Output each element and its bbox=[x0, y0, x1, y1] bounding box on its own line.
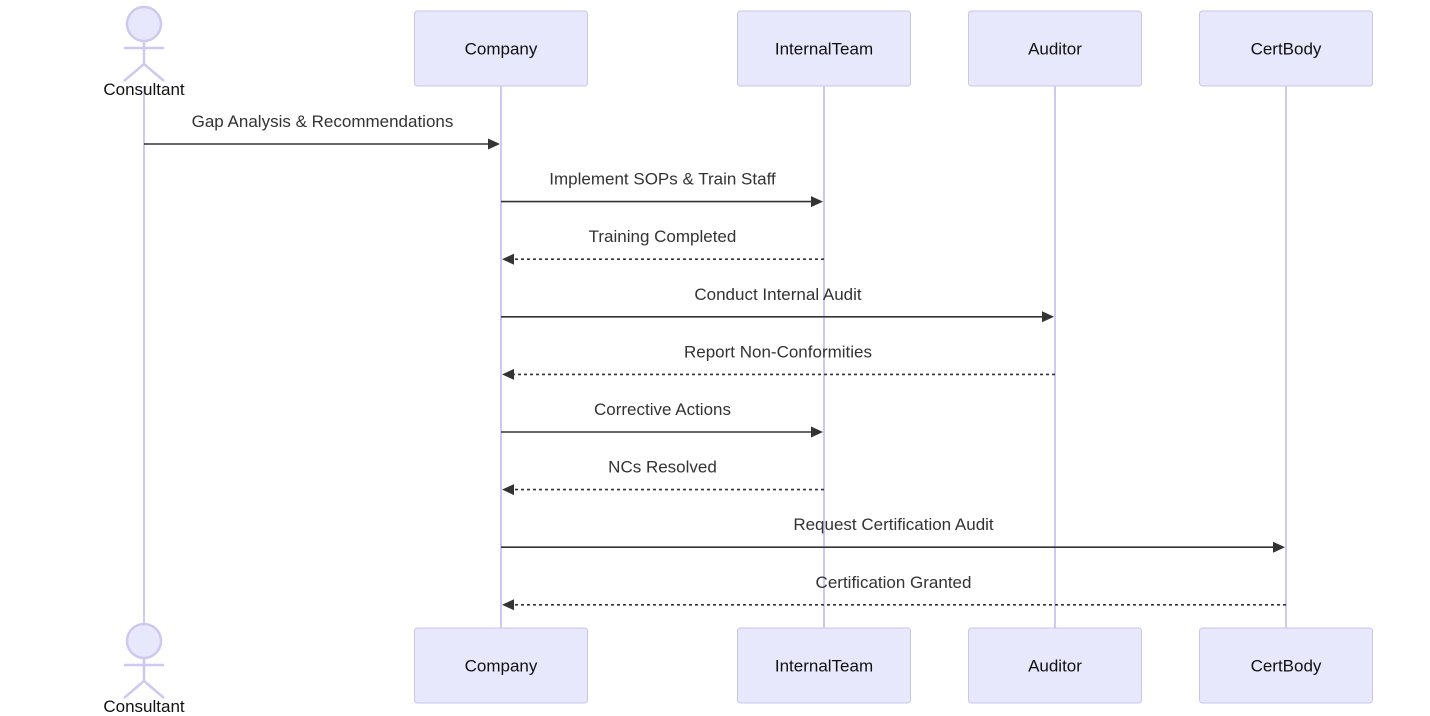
message-4: Conduct Internal Audit bbox=[501, 285, 1054, 323]
participant-auditor-bottom: Auditor bbox=[968, 627, 1142, 704]
participant-box bbox=[1199, 10, 1373, 87]
message-3: Training Completed bbox=[502, 227, 824, 265]
arrowhead-icon bbox=[502, 599, 514, 611]
actor-icon bbox=[123, 5, 165, 82]
participant-label: Consultant bbox=[103, 80, 185, 99]
lifelines bbox=[143, 86, 1287, 628]
message-label: NCs Resolved bbox=[608, 458, 717, 477]
participant-company-bottom: Company bbox=[414, 627, 588, 704]
participant-box bbox=[968, 627, 1142, 704]
participants-bottom: Consultant Company InternalTeam Auditor Cert… bbox=[103, 622, 1373, 716]
participant-label: Company bbox=[465, 657, 538, 676]
participant-label: Company bbox=[465, 40, 538, 59]
message-label: Conduct Internal Audit bbox=[694, 285, 862, 304]
arrowhead-icon bbox=[1273, 541, 1285, 553]
message-label: Implement SOPs & Train Staff bbox=[549, 170, 776, 189]
participant-company-top: Company bbox=[414, 10, 588, 87]
message-2: Implement SOPs & Train Staff bbox=[501, 170, 823, 208]
message-1: Gap Analysis & Recommendations bbox=[144, 112, 500, 150]
participant-internalteam-bottom: InternalTeam bbox=[737, 627, 911, 704]
participant-box bbox=[737, 627, 911, 704]
message-label: Corrective Actions bbox=[594, 400, 731, 419]
participant-box bbox=[414, 627, 588, 704]
participant-label: InternalTeam bbox=[775, 40, 873, 59]
participant-box bbox=[968, 10, 1142, 87]
participant-auditor-top: Auditor bbox=[968, 10, 1142, 87]
message-label: Gap Analysis & Recommendations bbox=[192, 112, 454, 131]
arrowhead-icon bbox=[1042, 311, 1054, 323]
message-8: Request Certification Audit bbox=[501, 515, 1285, 553]
participant-label: InternalTeam bbox=[775, 657, 873, 676]
participant-label: CertBody bbox=[1251, 40, 1322, 59]
message-label: Request Certification Audit bbox=[793, 515, 994, 534]
arrowhead-icon bbox=[502, 368, 514, 380]
participant-consultant-bottom: Consultant bbox=[103, 622, 185, 716]
message-label: Training Completed bbox=[589, 227, 737, 246]
participant-box bbox=[1199, 627, 1373, 704]
messages: Gap Analysis & RecommendationsImplement … bbox=[144, 112, 1286, 611]
participant-label: CertBody bbox=[1251, 657, 1322, 676]
participants-top: Consultant Company InternalTeam Auditor Cert… bbox=[103, 5, 1373, 99]
arrowhead-icon bbox=[502, 484, 514, 496]
actor-icon bbox=[123, 622, 165, 699]
arrowhead-icon bbox=[811, 426, 823, 438]
participant-consultant-top: Consultant bbox=[103, 5, 185, 99]
message-5: Report Non-Conformities bbox=[502, 342, 1055, 380]
message-label: Certification Granted bbox=[816, 573, 972, 592]
participant-label: Auditor bbox=[1028, 657, 1082, 676]
arrowhead-icon bbox=[502, 253, 514, 265]
participant-certbody-top: CertBody bbox=[1199, 10, 1373, 87]
message-9: Certification Granted bbox=[502, 573, 1286, 611]
participant-label: Auditor bbox=[1028, 40, 1082, 59]
message-label: Report Non-Conformities bbox=[684, 342, 872, 361]
participant-box bbox=[414, 10, 588, 87]
arrowhead-icon bbox=[488, 138, 500, 150]
participant-internalteam-top: InternalTeam bbox=[737, 10, 911, 87]
participant-box bbox=[737, 10, 911, 87]
participant-label: Consultant bbox=[103, 697, 185, 716]
arrowhead-icon bbox=[811, 196, 823, 208]
message-6: Corrective Actions bbox=[501, 400, 823, 438]
message-7: NCs Resolved bbox=[502, 458, 824, 496]
participant-certbody-bottom: CertBody bbox=[1199, 627, 1373, 704]
